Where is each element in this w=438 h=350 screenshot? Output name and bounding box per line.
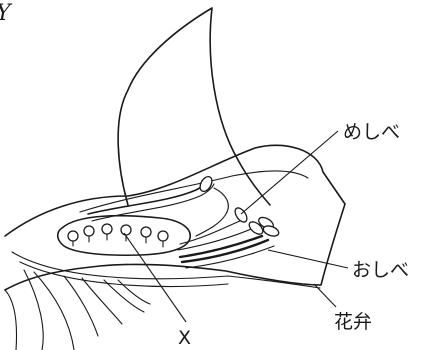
ovule bbox=[68, 231, 78, 241]
lower-petal-inner-contour bbox=[20, 262, 228, 286]
stamen-label: おしべ bbox=[352, 259, 409, 281]
pistil-style bbox=[88, 178, 210, 214]
upper-petal-outline bbox=[118, 8, 270, 205]
anther bbox=[262, 224, 280, 238]
lower-petal-contour bbox=[12, 252, 320, 288]
pistil-label: めしべ bbox=[343, 121, 400, 143]
corner-letter: Y bbox=[0, 1, 13, 26]
stamen-filament bbox=[186, 246, 274, 268]
flower-body-outline bbox=[5, 145, 345, 290]
sepal-strokes bbox=[24, 270, 150, 350]
ovule bbox=[141, 227, 151, 237]
x-leader-line bbox=[124, 233, 186, 322]
petal-label: 花弁 bbox=[334, 311, 372, 333]
stamen-leader-line bbox=[268, 250, 348, 268]
x-label: X bbox=[178, 327, 191, 349]
ovule bbox=[158, 231, 168, 241]
stigma bbox=[198, 175, 215, 194]
stamen-filament-bundle bbox=[182, 240, 268, 262]
stem bbox=[5, 290, 17, 350]
ovule bbox=[121, 225, 131, 235]
ovule bbox=[102, 224, 112, 234]
ovule bbox=[84, 226, 94, 236]
petal-leader-line bbox=[314, 284, 336, 307]
ovules bbox=[68, 224, 168, 247]
